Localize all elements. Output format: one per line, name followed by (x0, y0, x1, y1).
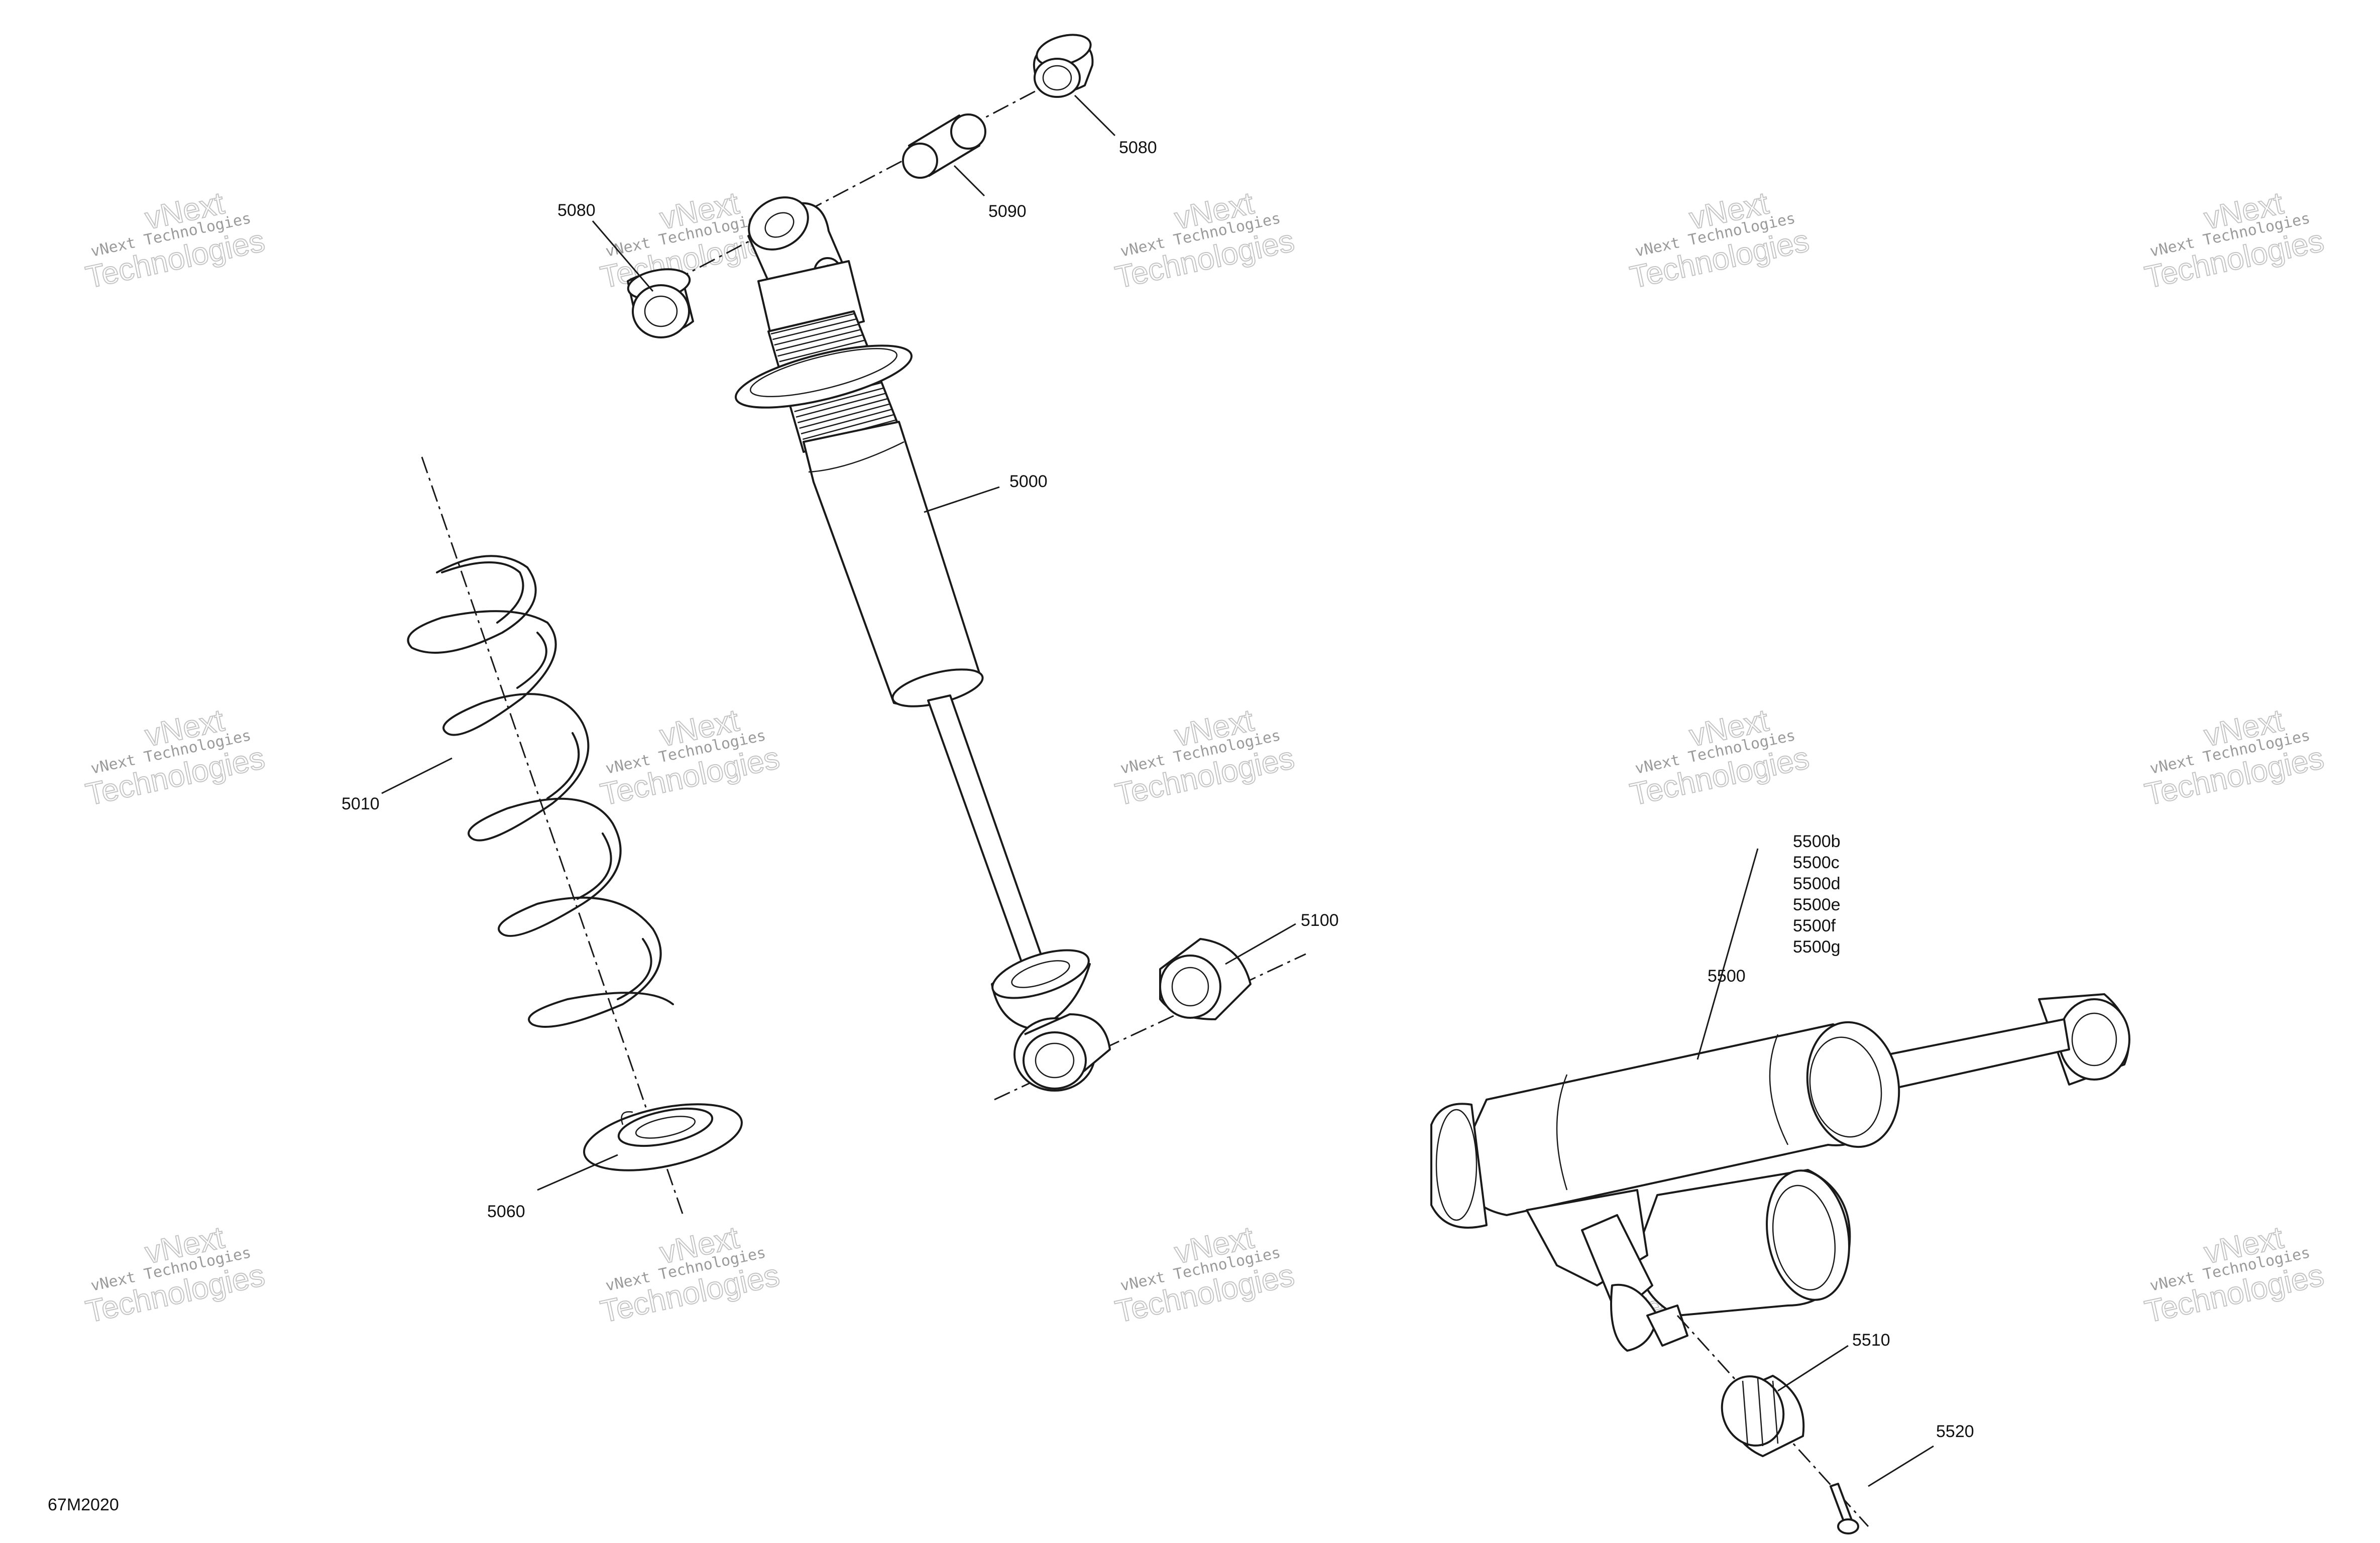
callout-5060: 5060 (487, 1202, 525, 1221)
callout-5080-right: 5080 (1119, 138, 1157, 157)
thread-line (775, 329, 860, 351)
bushing-5080-right (1033, 34, 1094, 98)
leader-lines (381, 94, 1934, 1487)
callout-5000: 5000 (1009, 472, 1048, 491)
thread-line (770, 313, 854, 335)
callout-5500e: 5500e (1793, 895, 1841, 914)
callout-5080-left: 5080 (557, 201, 596, 220)
thread-line (777, 334, 863, 357)
thread-line (796, 393, 886, 418)
callout-5010: 5010 (342, 794, 380, 813)
thread-line (772, 318, 856, 340)
bushing-5100 (1159, 938, 1252, 1020)
callout-labels: 5080 5080 5090 5000 5010 5060 5100 5500 … (342, 138, 1974, 1441)
document-id: 67M2020 (48, 1495, 119, 1514)
callout-5500b: 5500b (1793, 832, 1841, 851)
callout-5510: 5510 (1852, 1331, 1890, 1350)
thread-line (803, 414, 894, 440)
bushing-5080-left (627, 268, 694, 338)
spacer-5090 (902, 113, 986, 179)
shock-absorber-5500 (1430, 993, 2130, 1352)
shock-absorber-5000 (672, 64, 1306, 1101)
callout-5100: 5100 (1301, 911, 1339, 930)
callout-5500: 5500 (1708, 967, 1746, 986)
thread-line (774, 323, 858, 346)
callout-5500c: 5500c (1793, 853, 1840, 872)
callout-5520: 5520 (1936, 1422, 1974, 1441)
thread-line (779, 339, 865, 363)
coil-spring-5010 (407, 456, 684, 1216)
spring-seat-5060 (583, 1103, 743, 1171)
thread-line (794, 387, 883, 412)
callout-5500g: 5500g (1793, 937, 1841, 957)
callout-5500f: 5500f (1793, 916, 1836, 935)
thread-line (798, 398, 888, 423)
adjuster-knob-5510 (1676, 1315, 1869, 1527)
callout-5090: 5090 (988, 202, 1027, 221)
screw-5520 (1830, 1483, 1859, 1534)
thread-line (799, 403, 890, 429)
thread-line (801, 409, 892, 435)
callout-5500d: 5500d (1793, 874, 1841, 893)
